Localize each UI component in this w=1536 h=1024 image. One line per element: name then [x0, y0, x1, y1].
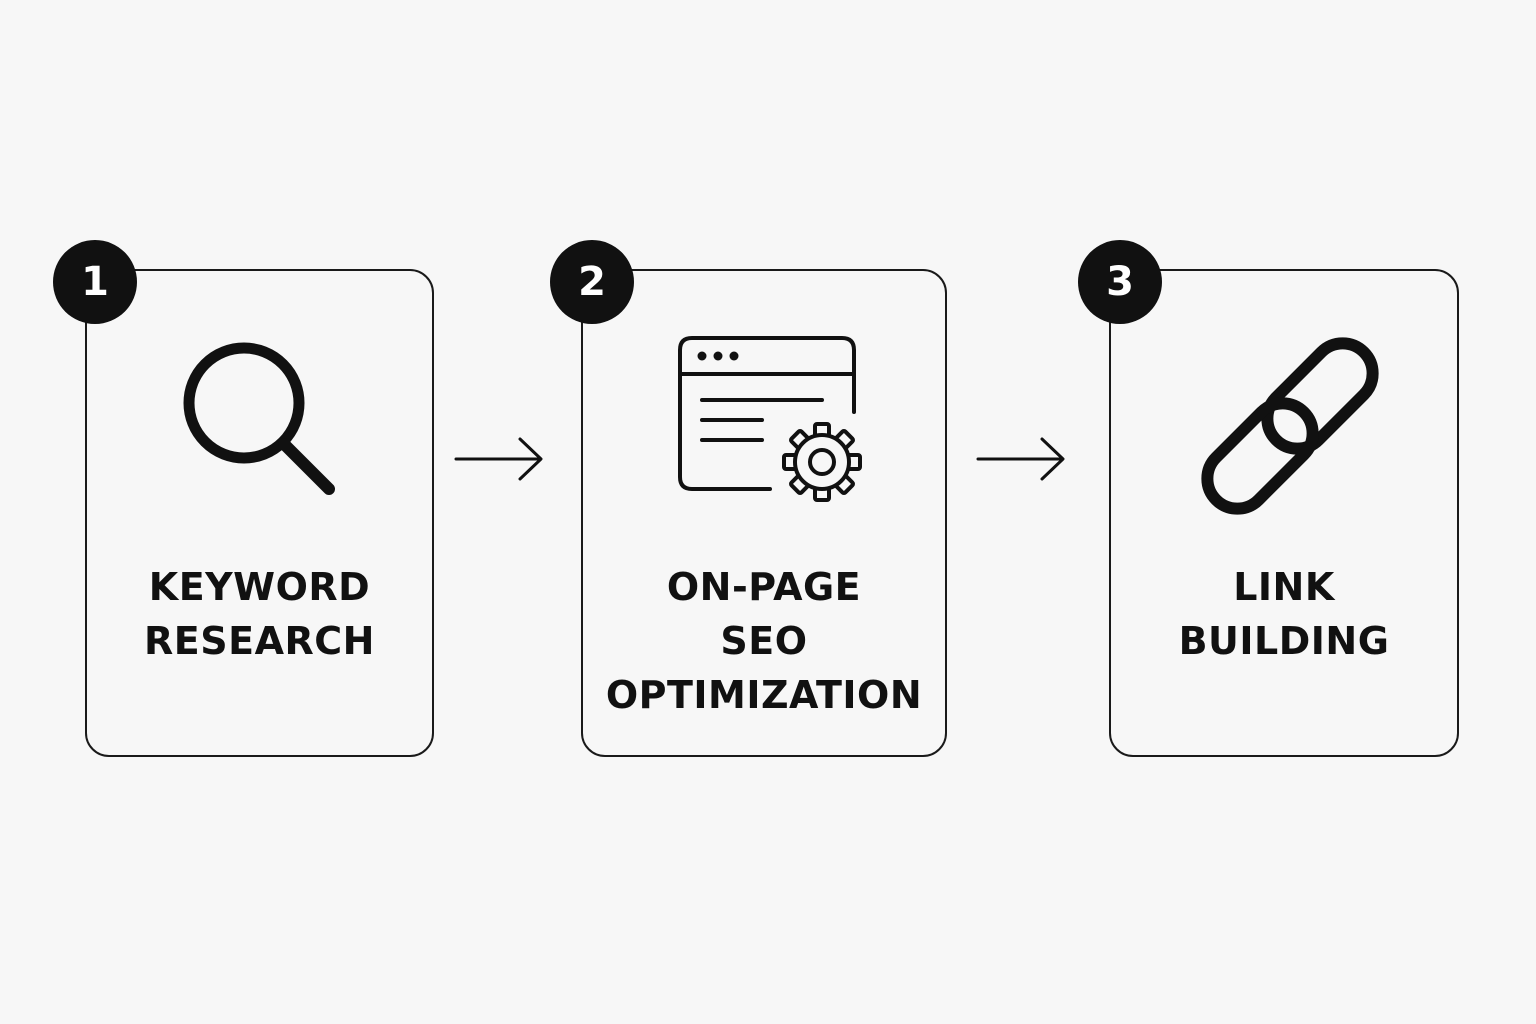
- step-3-label-line: LINK: [1233, 565, 1335, 609]
- step-3-number-badge: 3: [1078, 240, 1162, 324]
- step-1-number-badge: 1: [53, 240, 137, 324]
- step-2-number-badge: 2: [550, 240, 634, 324]
- step-2-label-line: ON-PAGE: [666, 565, 862, 609]
- magnifying-glass-icon: [183, 342, 335, 495]
- step-1-label-line: RESEARCH: [144, 619, 375, 663]
- step-2-card: [581, 269, 947, 757]
- step-3-label-line: BUILDING: [1178, 619, 1390, 663]
- step-2-label-line: OPTIMIZATION: [605, 673, 923, 717]
- step-1-label: KEYWORD RESEARCH: [85, 560, 434, 668]
- browser-gear-icon: [678, 336, 862, 502]
- step-3-card: [1109, 269, 1459, 757]
- right-arrow-icon: [454, 437, 543, 481]
- right-arrow-icon: [976, 437, 1065, 481]
- chain-link-icon: [1201, 337, 1379, 515]
- step-2-label-line: SEO: [720, 619, 808, 663]
- step-3-label: LINK BUILDING: [1109, 560, 1459, 668]
- step-1-label-line: KEYWORD: [148, 565, 371, 609]
- step-2-label: ON-PAGE SEO OPTIMIZATION: [581, 560, 947, 722]
